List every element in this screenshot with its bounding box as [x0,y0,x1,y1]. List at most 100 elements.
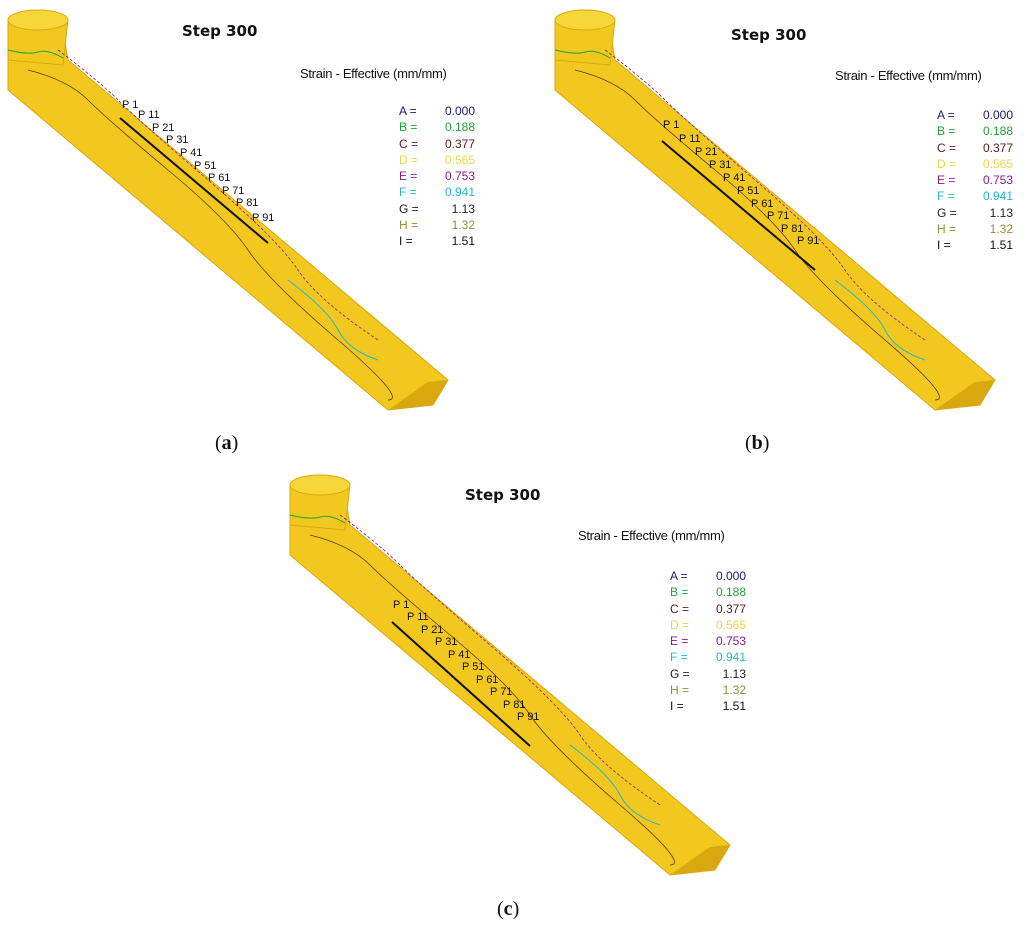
legend-key: D = [670,617,690,632]
legend-key: I = [937,238,951,253]
legend-key: H = [937,222,957,237]
legend-row: F =0.941 [399,184,475,200]
point-label: P 51 [737,185,759,197]
contour-line [309,534,675,866]
contour-line [7,49,64,59]
legend-value: 0.941 [982,189,1013,204]
legend-key: B = [937,124,956,139]
legend-key: F = [937,189,955,204]
legend-row: E =0.753 [670,633,746,649]
legend-row: D =0.565 [937,156,1013,172]
step-label: Step 300 [731,26,807,44]
legend-value: 0.000 [715,569,746,583]
point-label: P 41 [180,147,202,159]
point-label: P 91 [252,212,274,224]
strain-contour-part: P 1P 11P 21P 31P 41P 51P 61P 71P 81P 91 [554,9,996,411]
point-label: P 71 [490,686,512,698]
contour-line [289,514,346,524]
legend-row: E =0.753 [937,172,1013,188]
legend-row: B = 0.188 [399,119,475,135]
point-label: P 31 [435,636,457,648]
contour-line [574,69,940,401]
point-track-line [391,621,531,747]
legend-key: D = [937,156,957,171]
contour-line [287,279,379,361]
point-label: P 1 [122,99,138,111]
legend-title: Strain - Effective (mm/mm) [835,68,982,83]
step-label: Step 300 [182,22,258,40]
point-label: P 51 [462,661,484,673]
legend-key: I = [670,699,684,714]
legend-value: 0.565 [444,152,475,167]
legend-row: A = 0.000 [670,568,746,584]
point-label: P 71 [222,185,244,197]
point-label: P 41 [723,172,745,184]
panel-caption: (b) [745,432,770,454]
legend-row: C =0.377 [937,140,1013,156]
legend-row: C = 0.377 [399,136,475,152]
legend-value: 1.32 [451,218,475,233]
legend-key: B = [399,120,418,135]
point-label: P 11 [679,133,701,145]
legend-value: 1.13 [722,666,746,681]
point-label: P 91 [517,711,539,723]
legend-value: 0.753 [444,169,475,184]
legend-row: G =1.13 [670,666,746,682]
strain-contour-part: P 1P 11P 21P 31P 41P 51P 61P 71P 81P 91 [289,474,731,876]
point-label: P 31 [709,159,731,171]
point-label: P 61 [751,198,773,210]
legend-row: H = 1.32 [937,221,1013,237]
contour-line [57,49,379,341]
contour-line [604,49,926,341]
legend-row: H =1.32 [399,217,475,233]
legend-value: 1.32 [989,222,1013,237]
legend-value: 0.000 [444,104,475,118]
legend-row: D =0.565 [670,617,746,633]
end-face [670,845,730,875]
legend-value: 1.51 [451,234,475,249]
legend-value: 1.13 [451,201,475,216]
legend-value: 0.753 [715,634,746,649]
contour-line [834,279,926,361]
legend-value: 0.377 [444,136,475,151]
legend-row: G =1.13 [937,205,1013,221]
legend-value: 0.377 [715,601,746,616]
legend-row: H = 1.32 [670,682,746,698]
bar-body [7,29,449,411]
legend-key: A = [670,569,688,583]
legend-title: Strain - Effective (mm/mm) [300,66,447,81]
legend-title: Strain - Effective (mm/mm) [578,528,725,543]
point-label: P 21 [421,624,443,636]
legend-key: C = [670,601,690,616]
point-label: P 71 [767,210,789,222]
strain-contour-part: P 1P 11P 21P 31P 41P 51P 61P 71P 81P 91 [7,9,449,411]
legend-row: D =0.565 [399,152,475,168]
contour-line [554,49,611,59]
legend-value: 0.941 [715,650,746,665]
legend-key: G = [399,201,419,216]
point-track-line [119,117,269,244]
legend-key: G = [937,205,957,220]
point-label: P 91 [797,235,819,247]
legend-key: H = [670,683,690,698]
legend-row: F =0.941 [670,649,746,665]
legend-value: 1.32 [722,683,746,698]
legend-row: B =0.188 [670,584,746,600]
point-label: P 31 [166,134,188,146]
point-label: P 1 [663,119,679,131]
legend-row: F = 0.941 [937,188,1013,204]
point-track-line [661,140,816,271]
contour-line [569,744,661,826]
legend-key: C = [399,136,419,151]
legend-row: E = 0.753 [399,168,475,184]
legend-key: F = [399,185,417,200]
legend-row: G = 1.13 [399,201,475,217]
bar-body [289,494,731,876]
end-face [935,380,995,410]
legend-value: 0.188 [444,120,475,135]
legend-key: E = [399,169,418,184]
